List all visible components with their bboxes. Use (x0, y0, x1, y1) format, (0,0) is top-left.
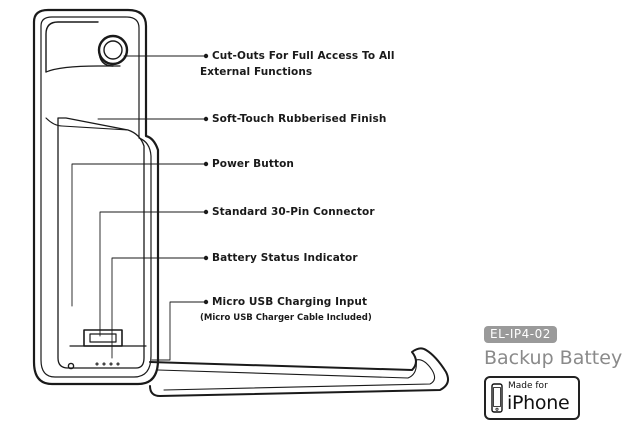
led-3 (109, 362, 113, 366)
callout-finish: Soft-Touch Rubberised Finish (212, 113, 387, 125)
callout-usb-input-note: (Micro USB Charger Cable Included) (200, 313, 372, 323)
bullet-dot-1 (203, 53, 209, 59)
led-2 (102, 362, 106, 366)
product-name: Backup Battey (484, 347, 623, 369)
made-for-iphone-badge: Made for iPhone (484, 376, 580, 420)
callout-power-button: Power Button (212, 158, 294, 170)
camera-cutout-edge (98, 49, 114, 67)
phone-top-curve (45, 117, 129, 131)
model-badge: EL-IP4-02 (484, 326, 557, 343)
case-outer-outline (32, 8, 160, 386)
leader-indicator (111, 257, 205, 359)
usb-port (67, 362, 75, 370)
case-shoulder-line (45, 65, 121, 73)
camera-cutout-outer (97, 34, 129, 66)
bullet-dot-3 (203, 161, 209, 167)
case-top-contour (45, 21, 99, 73)
phone-outline (57, 117, 145, 369)
iphone-outline-icon (491, 383, 503, 413)
camera-cutout-inner (103, 40, 123, 60)
callout-usb-input: Micro USB Charging Input (212, 296, 368, 308)
leader-usb (151, 301, 205, 361)
bullet-dot-4 (203, 209, 209, 215)
led-4 (116, 362, 120, 366)
bullet-dot-5 (203, 255, 209, 261)
bullet-dot-2 (203, 116, 209, 122)
dock-connector-pins (89, 333, 117, 343)
callout-cutouts-line1: Cut-Outs For Full Access To All (212, 50, 395, 62)
case-inner-rim (40, 16, 152, 378)
iphone-label: iPhone (507, 392, 570, 414)
case-flap-inner (157, 359, 436, 391)
callout-cutouts-line2: External Functions (200, 66, 313, 78)
case-flap (149, 347, 449, 397)
led-1 (95, 362, 99, 366)
callout-connector: Standard 30-Pin Connector (212, 206, 375, 218)
leader-connector (99, 211, 205, 337)
leader-power (71, 163, 205, 307)
callout-battery-indicator: Battery Status Indicator (212, 252, 358, 264)
bullet-dot-6 (203, 299, 209, 305)
made-for-label: Made for (508, 381, 548, 391)
